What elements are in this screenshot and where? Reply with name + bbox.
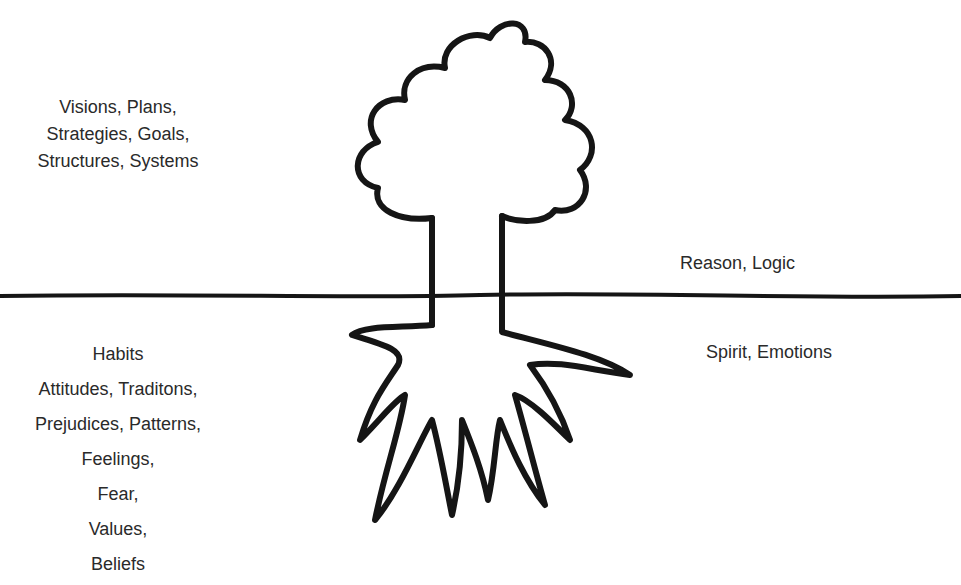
tree-annotation: Reason, Logic — [680, 250, 795, 277]
tree-roots — [352, 300, 630, 520]
tree-trunk — [429, 218, 435, 325]
tree-annotation: Feelings, — [81, 446, 154, 473]
tree-annotation: Beliefs — [91, 551, 145, 578]
tree-annotation: Prejudices, Patterns, — [35, 411, 201, 438]
tree-annotation: Habits — [92, 341, 143, 368]
tree-annotation: Attitudes, Traditons, — [38, 376, 197, 403]
tree-canopy — [358, 23, 592, 220]
tree-annotation: Visions, Plans, Strategies, Goals, Struc… — [23, 94, 213, 175]
tree-annotation: Fear, — [97, 481, 138, 508]
tree-annotation: Values, — [89, 516, 148, 543]
ground-line — [0, 294, 961, 297]
tree-annotation: Spirit, Emotions — [706, 339, 832, 366]
tree-trunk — [499, 216, 505, 300]
